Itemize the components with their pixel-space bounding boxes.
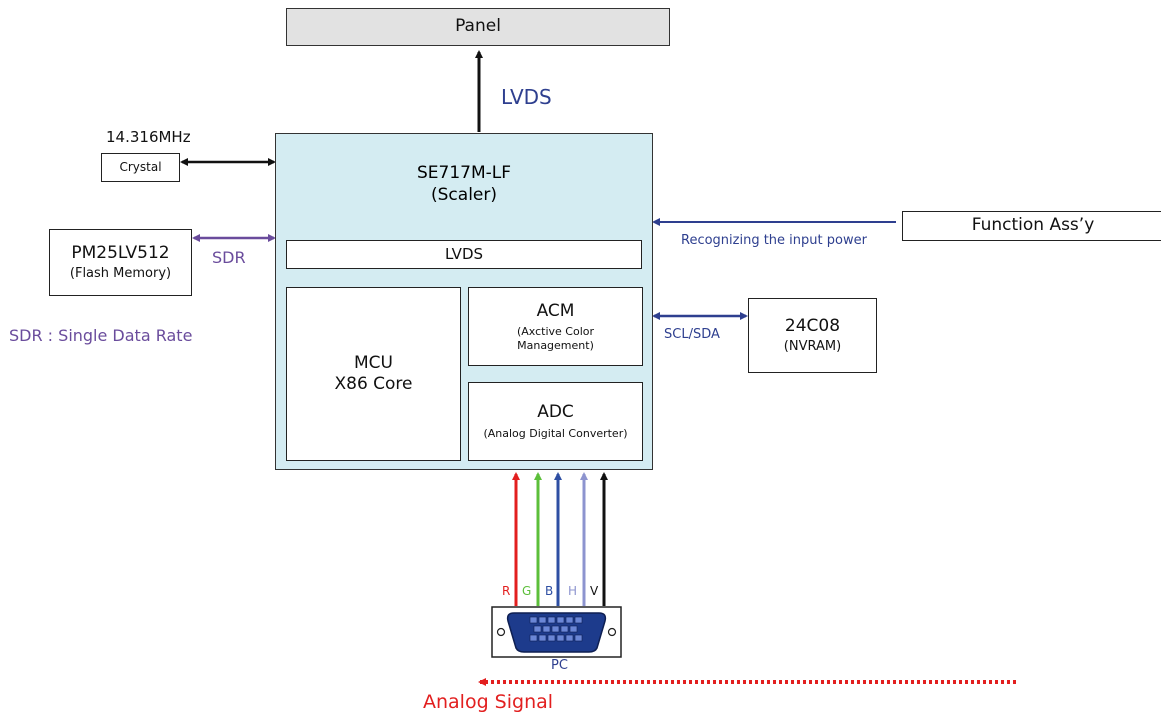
adc-block: ADC (Analog Digital Converter) <box>468 382 643 461</box>
adc-title: ADC <box>537 402 574 422</box>
signal-b-label: B <box>545 584 554 598</box>
signal-r-label: R <box>502 584 511 598</box>
analog-signal-label: Analog Signal <box>423 691 554 713</box>
lvds-block: LVDS <box>286 240 642 269</box>
scaler-title: SE717M-LF (Scaler) <box>275 162 653 206</box>
signal-g-label: G <box>522 584 532 598</box>
function-box: Function Ass’y <box>902 211 1161 241</box>
crystal-label: Crystal <box>119 160 162 174</box>
i2c-label: SCL/SDA <box>664 327 720 342</box>
signal-v-label: V <box>590 584 599 598</box>
panel-box: Panel <box>286 8 670 46</box>
flash-box: PM25LV512 (Flash Memory) <box>49 229 192 296</box>
mcu-core-label: X86 Core <box>334 374 413 394</box>
nvram-box: 24C08 (NVRAM) <box>748 298 877 373</box>
function-label: Function Ass’y <box>971 215 1095 236</box>
nvram-desc: (NVRAM) <box>783 339 842 354</box>
scaler-subtitle: (Scaler) <box>431 185 497 206</box>
sdr-label: SDR <box>212 248 246 267</box>
nvram-title: 24C08 <box>784 315 841 336</box>
lvds-label: LVDS <box>501 85 552 109</box>
function-note: Recognizing the input power <box>681 233 867 248</box>
adc-desc: (Analog Digital Converter) <box>483 427 628 441</box>
mcu-label: MCU <box>354 352 393 373</box>
acm-title: ACM <box>536 300 575 321</box>
pc-label: PC <box>551 658 568 673</box>
acm-desc-2: Management) <box>517 338 594 352</box>
signal-h-label: H <box>568 584 578 598</box>
acm-desc-1: (Axctive Color <box>516 324 595 338</box>
sdr-note: SDR : Single Data Rate <box>9 326 193 345</box>
mcu-block: MCU X86 Core <box>286 287 461 461</box>
crystal-freq-label: 14.316MHz <box>106 128 191 146</box>
scaler-name: SE717M-LF <box>416 163 512 183</box>
lvds-block-label: LVDS <box>444 245 484 264</box>
crystal-box: Crystal <box>101 153 180 182</box>
flash-desc: (Flash Memory) <box>69 266 172 281</box>
panel-label: Panel <box>455 16 501 37</box>
acm-block: ACM (Axctive Color Management) <box>468 287 643 366</box>
flash-title: PM25LV512 <box>71 242 170 263</box>
vga-connector-icon <box>491 606 622 658</box>
